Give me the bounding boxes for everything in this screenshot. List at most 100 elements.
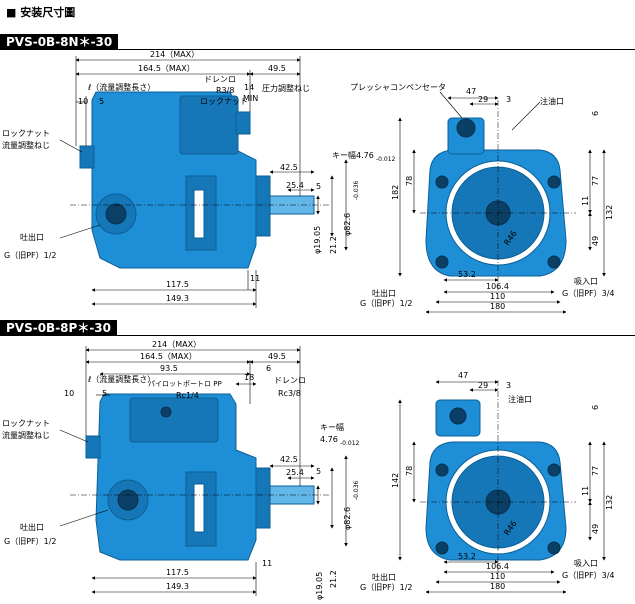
dim-1064-1: 106.4 <box>486 282 509 291</box>
dim-78-2: 78 <box>405 466 414 476</box>
dim-935-2: 93.5 <box>160 364 178 373</box>
key-label-2: キー幅 <box>320 422 344 432</box>
mount-flange-2 <box>255 467 271 529</box>
key-val-1: 4.76 <box>356 151 374 160</box>
dim-10-2: 10 <box>64 389 74 398</box>
dim-49-2: 49 <box>591 524 600 534</box>
dim-min-1: MIN <box>243 94 258 103</box>
key-val-2: 4.76 <box>320 435 338 444</box>
model-name-1: PVS-0B-8N＊-30 <box>0 34 119 50</box>
bolt-hole-2b <box>547 463 561 477</box>
dim-214-2: 214（MAX） <box>152 340 201 349</box>
phi212-1: 21.2 <box>329 236 338 254</box>
top-port-2 <box>449 407 467 425</box>
pressure-adjust-screw-1 <box>235 111 251 135</box>
bolt-hole-1a <box>435 175 449 189</box>
nameplate-1 <box>193 189 205 239</box>
dim-1175-2: 117.5 <box>166 568 189 577</box>
dim-5-1: 5 <box>99 97 104 106</box>
dim-214-1: 214（MAX） <box>150 50 199 59</box>
outlet-port-1 <box>105 203 127 225</box>
dim-5b-1: 5 <box>316 182 321 191</box>
flow-adjust-screw-2 <box>85 435 101 459</box>
dim-254-1: 25.4 <box>286 181 304 190</box>
dim-132-2: 132 <box>605 495 614 510</box>
bolt-hole-1b <box>547 175 561 189</box>
dim-77-1: 77 <box>591 176 600 186</box>
key-tol-1: -0.012 <box>376 156 396 163</box>
drain-label-1: ドレンロ <box>204 75 236 84</box>
inlet-label-2: 吸入口 <box>574 559 598 568</box>
drain-label-2: ドレンロ <box>274 376 306 385</box>
dim-142-2: 142 <box>391 473 400 488</box>
dim-110-2: 110 <box>490 572 505 581</box>
dim-11-2: 11 <box>262 559 272 568</box>
outlet-label-1: 吐出口 <box>20 232 44 242</box>
front-view-1 <box>398 91 606 314</box>
dim-1493-2: 149.3 <box>166 582 189 591</box>
page-title: ■ 安装尺寸圖 <box>6 6 76 19</box>
dim-110-1: 110 <box>490 292 505 301</box>
comp-label-1: プレッシャコンペンセータ <box>350 83 446 92</box>
dim-532-2: 53.2 <box>458 552 476 561</box>
compensator-port-1 <box>456 118 476 138</box>
dim-49-1: 49 <box>591 236 600 246</box>
dim-495-1: 49.5 <box>268 64 286 73</box>
dim-10-1: 10 <box>78 97 88 106</box>
front-view-2 <box>398 380 606 594</box>
dim-l-1: ℓ（流量調整長さ） <box>87 82 155 92</box>
drain-r38-1: R3/8 <box>216 86 234 95</box>
fill-port-label-1: 注油口 <box>540 96 564 106</box>
phi19-2: φ19.05 <box>315 572 324 600</box>
dim-6-1: 6 <box>591 111 600 116</box>
dim-l-2: ℓ（流量調整長さ） <box>87 374 155 384</box>
pressure-screw-label-1: 圧力調整ねじ <box>262 83 310 93</box>
inlet-g-2: G（旧PF）3/4 <box>562 571 615 580</box>
dim-6f-2: 6 <box>591 405 600 410</box>
bolt-hole-1d <box>547 255 561 269</box>
bolt-hole-1c <box>435 255 449 269</box>
bolt-hole-2c <box>435 541 449 555</box>
bolt-hole-2d <box>547 541 561 555</box>
outlet-g-2: G（旧PF）1/2 <box>4 537 57 546</box>
model-name-2: PVS-0B-8P＊-30 <box>0 320 118 336</box>
dim-11f-2: 11 <box>581 486 590 496</box>
phi826-1: φ82.6 <box>343 213 352 236</box>
dim-77-2: 77 <box>591 466 600 476</box>
pilot-label-2: パイロットポートロ PP <box>148 380 222 388</box>
dim-47-1: 47 <box>466 87 476 96</box>
locknut-label-2: ロックナット <box>2 419 50 428</box>
dim-532-1: 53.2 <box>458 270 476 279</box>
dim-5b-2: 5 <box>316 467 321 476</box>
dim-254-2: 25.4 <box>286 468 304 477</box>
dim-11-1: 11 <box>250 274 260 283</box>
dim-1493-1: 149.3 <box>166 294 189 303</box>
nameplate-2 <box>193 483 205 533</box>
dim-180-1: 180 <box>490 302 505 311</box>
outlet-front-1: 吐出口 <box>372 288 396 298</box>
phi826-tol-2: -0.036 <box>353 480 360 500</box>
dim-47-2: 47 <box>458 371 468 380</box>
outlet-g-1: G（旧PF）1/2 <box>4 251 57 260</box>
fill-port-label-2: 注油口 <box>508 394 532 404</box>
dim-425-2: 42.5 <box>280 455 298 464</box>
phi19-1: φ19.05 <box>313 226 322 254</box>
locknut-label-1: ロックナット <box>2 129 50 138</box>
outlet-label-2: 吐出口 <box>20 522 44 532</box>
pilot-rc14-2: Rc1/4 <box>176 391 199 400</box>
dim-78-1: 78 <box>405 176 414 186</box>
bolt-hole-2a <box>435 463 449 477</box>
dim-180-2: 180 <box>490 582 505 591</box>
dim-1175-1: 117.5 <box>166 280 189 289</box>
outlet-port-2 <box>117 489 139 511</box>
phi212-2: 21.2 <box>329 570 338 588</box>
pilot-block-2 <box>129 397 219 443</box>
side-view-2 <box>59 346 348 596</box>
dim-425-1: 42.5 <box>280 163 298 172</box>
flow-screw-label-2: 流量調整ねじ <box>2 430 50 440</box>
outlet-front-g-1: G（旧PF）1/2 <box>360 299 413 308</box>
key-label-1: キー幅 <box>332 150 356 160</box>
drain-rc38-2: Rc3/8 <box>278 389 301 398</box>
phi826-tol-1: -0.036 <box>353 180 360 200</box>
dim-495-2: 49.5 <box>268 352 286 361</box>
